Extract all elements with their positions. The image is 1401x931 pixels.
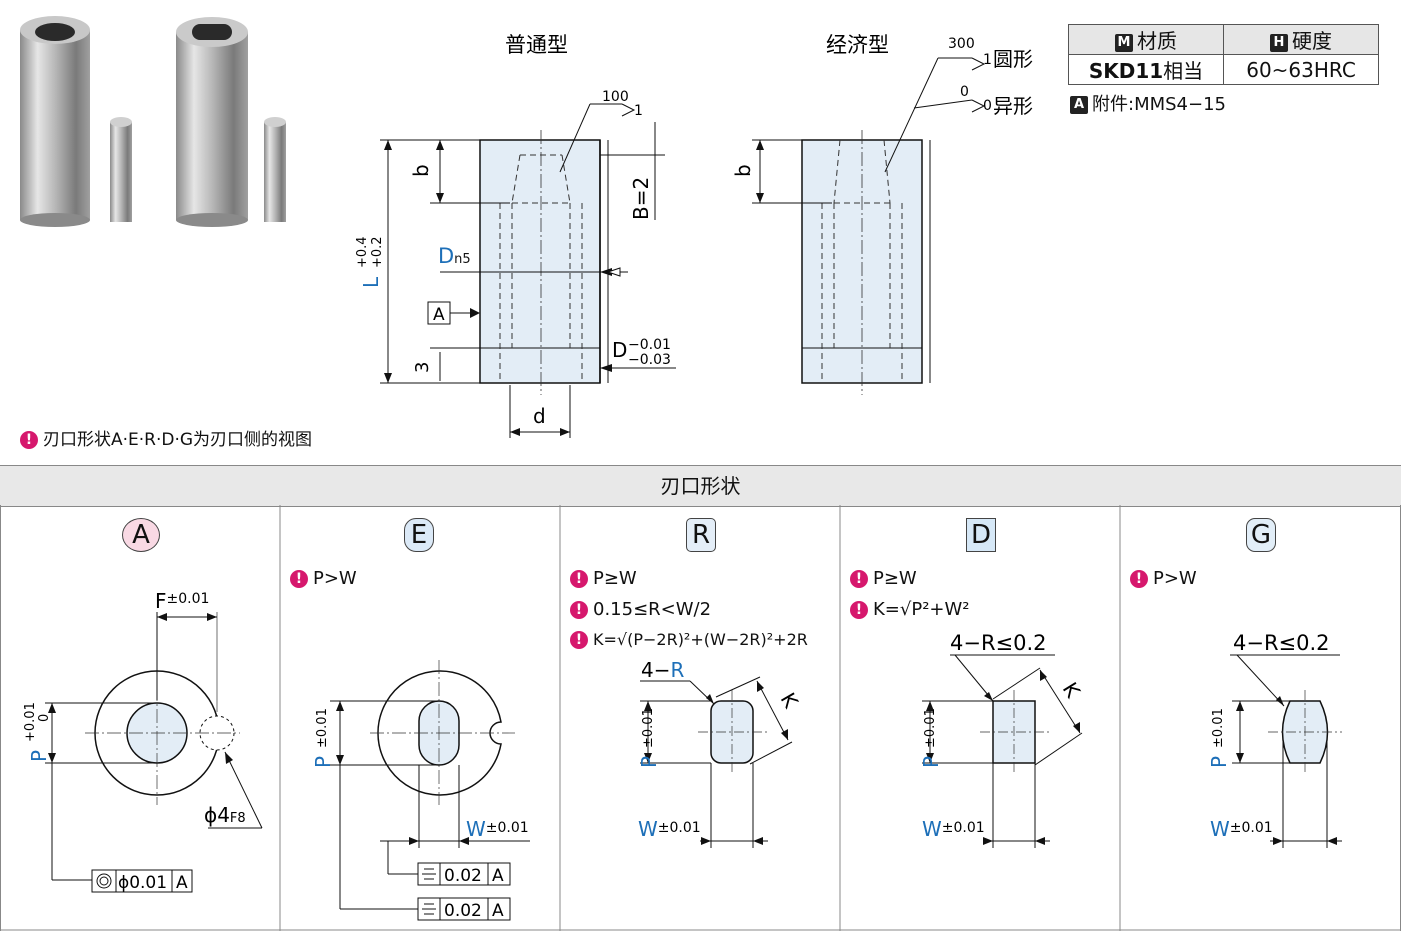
panel-R-note2: ! 0.15≤R<W/2 bbox=[570, 599, 711, 620]
tip-icon: ! bbox=[20, 431, 38, 449]
normal-type-body bbox=[479, 130, 609, 395]
datum-A-label: A bbox=[433, 305, 445, 325]
panel-A-head: A bbox=[122, 518, 160, 552]
roughness-1a: 1 bbox=[634, 103, 643, 119]
panel-R-note3: ! K=√(P−2R)²+(W−2R)²+2R bbox=[570, 630, 808, 649]
panel-E-note1: ! P>W bbox=[290, 568, 357, 589]
economy-type-body bbox=[801, 130, 931, 395]
dim-D-tol-lower: −0.03 bbox=[628, 352, 671, 368]
product-photo-shaped bbox=[176, 17, 286, 227]
note-text: K=√P²+W² bbox=[873, 599, 970, 620]
panel-D-head: D bbox=[966, 518, 996, 552]
dim-L-tol-lower: +0.2 bbox=[370, 236, 385, 268]
tip-icon: ! bbox=[570, 631, 588, 649]
bottom-note-text: 刃口形状A·E·R·D·G为刃口侧的视图 bbox=[43, 430, 313, 450]
product-photo-normal bbox=[20, 16, 132, 227]
panel-R-note1: ! P≥W bbox=[570, 568, 637, 589]
tip-icon: ! bbox=[290, 570, 308, 588]
tip-icon: ! bbox=[570, 601, 588, 619]
roughness-300: 300 bbox=[948, 36, 975, 52]
note-text: P>W bbox=[313, 568, 357, 589]
roughness-100: 100 bbox=[602, 89, 629, 105]
round-label: 圆形 bbox=[993, 47, 1033, 71]
dim-d: d bbox=[533, 404, 546, 428]
dim-3: 3 bbox=[412, 362, 433, 373]
tip-icon: ! bbox=[850, 570, 868, 588]
panel-G-note1: ! P>W bbox=[1130, 568, 1197, 589]
type-economy-heading: 经济型 bbox=[826, 33, 889, 57]
bottom-note: ! 刃口形状A·E·R·D·G为刃口侧的视图 bbox=[20, 425, 312, 450]
tip-icon: ! bbox=[570, 570, 588, 588]
shaped-label: 异形 bbox=[993, 94, 1033, 118]
note-text: P>W bbox=[1153, 568, 1197, 589]
dim-Dn5: Dn5 bbox=[438, 244, 471, 268]
note-text: 0.15≤R<W/2 bbox=[593, 599, 712, 620]
accessory-text: 附件:MMS4−15 bbox=[1092, 94, 1226, 115]
roughness-0b: 0 bbox=[983, 98, 992, 114]
note-text: K=√(P−2R)²+(W−2R)²+2R bbox=[593, 630, 808, 649]
material-suffix: 相当 bbox=[1163, 59, 1204, 83]
dim-L-tol-upper: +0.4 bbox=[355, 236, 370, 268]
panel-D-note2: ! K=√P²+W² bbox=[850, 599, 970, 620]
panel-D-note1: ! P≥W bbox=[850, 568, 917, 589]
dim-D-prefix: D bbox=[612, 338, 627, 362]
material-value: SKD11相当 bbox=[1068, 54, 1224, 85]
hardness-value: 60~63HRC bbox=[1223, 54, 1379, 85]
dim-L: L bbox=[359, 276, 383, 288]
section-title-bar: 刃口形状 bbox=[0, 465, 1401, 507]
hardness-header-label: 硬度 bbox=[1292, 29, 1332, 53]
type-normal-heading: 普通型 bbox=[505, 33, 568, 57]
dim-b-normal: b bbox=[409, 164, 433, 177]
note-text: P≥W bbox=[873, 568, 917, 589]
tip-icon: ! bbox=[1130, 570, 1148, 588]
section-title: 刃口形状 bbox=[660, 474, 741, 498]
dim-b-economy: b bbox=[731, 164, 755, 177]
tip-icon: ! bbox=[850, 601, 868, 619]
material-header-label: 材质 bbox=[1137, 29, 1177, 53]
panel-E-head: E bbox=[404, 518, 434, 552]
panel-R-head: R bbox=[686, 518, 716, 552]
dim-B2: B=2 bbox=[629, 177, 653, 220]
accessory-icon: A bbox=[1070, 96, 1088, 114]
roughness-0a: 0 bbox=[960, 84, 969, 100]
hardness-icon: H bbox=[1270, 34, 1288, 52]
material-icon: M bbox=[1115, 34, 1133, 52]
material-bold: SKD11 bbox=[1088, 59, 1164, 83]
note-text: P≥W bbox=[593, 568, 637, 589]
panel-G-head: G bbox=[1246, 518, 1276, 552]
roughness-1b: 1 bbox=[983, 52, 992, 68]
dim-D-tol-upper: −0.01 bbox=[628, 337, 671, 353]
